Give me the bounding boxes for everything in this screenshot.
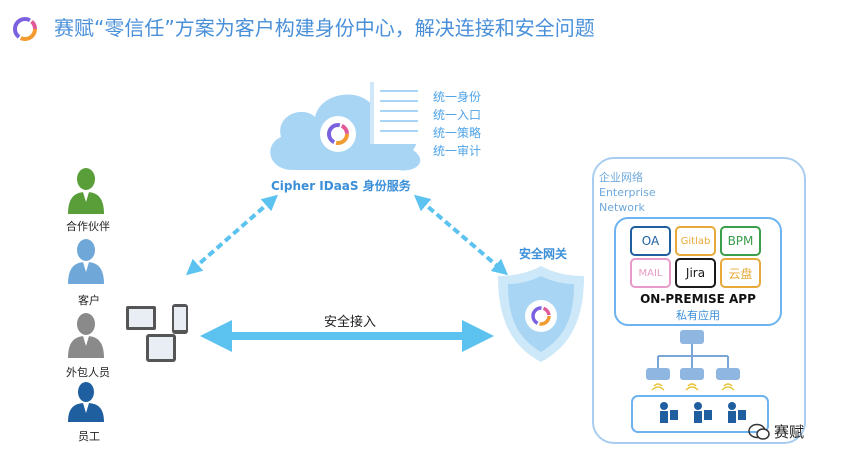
user-label: 客户 [78,294,100,307]
enterprise-label: 企业网络 Enterprise Network [599,170,656,215]
cloud-document-icon [370,82,424,144]
outsourced-user-icon [68,313,104,358]
customer-user-icon [68,239,104,284]
on-premise-subtitle: 私有应用 [676,309,720,322]
devices-icon [126,304,188,362]
feature-item: 统一身份 [433,90,482,104]
user-to-cloud-arrow [185,194,279,276]
enterprise-label-line: Enterprise [599,186,656,199]
cloud-caption: Cipher IDaaS 身份服务 [271,179,411,193]
wechat-icon [748,423,770,440]
app-tile-cloud-disk[interactable]: 云盘 [720,258,761,288]
app-tile-jira[interactable]: Jira [675,258,716,288]
user-label: 员工 [78,430,100,443]
brand-logo [13,17,37,41]
app-tile-oa[interactable]: OA [630,226,671,256]
app-tile-bpm[interactable]: BPM [720,226,761,256]
enterprise-label-line: 企业网络 [599,171,643,184]
user-label: 合作伙伴 [66,220,110,233]
cloud-to-gateway-arrow [413,194,509,276]
gateway-label: 安全网关 [519,247,568,261]
enterprise-label-line: Network [599,201,645,214]
cloud-logo-icon [320,116,356,152]
feature-item: 统一入口 [433,108,482,122]
shield-icon [498,266,584,362]
feature-item: 统一审计 [433,144,482,158]
network-topology-icon [631,330,769,433]
watermark-text: 赛赋 [774,423,805,441]
feature-item: 统一策略 [433,126,482,140]
user-label: 外包人员 [66,366,110,379]
employee-user-icon [68,382,104,422]
app-tile-mail[interactable]: MAIL [630,258,671,288]
app-tile-gitlab[interactable]: Gitlab [675,226,716,256]
cloud-feature-list: 统一身份 统一入口 统一策略 统一审计 [433,88,481,160]
secure-access-label: 安全接入 [324,315,377,330]
watermark: 赛赋 [748,421,804,442]
partner-user-icon [68,168,104,214]
on-premise-title: ON-PREMISE APP [640,292,756,306]
on-premise-app-box: OA Gitlab BPM MAIL Jira 云盘 ON-PREMISE AP… [614,217,782,326]
page-title: 赛赋“零信任”方案为客户构建身份中心，解决连接和安全问题 [54,16,595,40]
